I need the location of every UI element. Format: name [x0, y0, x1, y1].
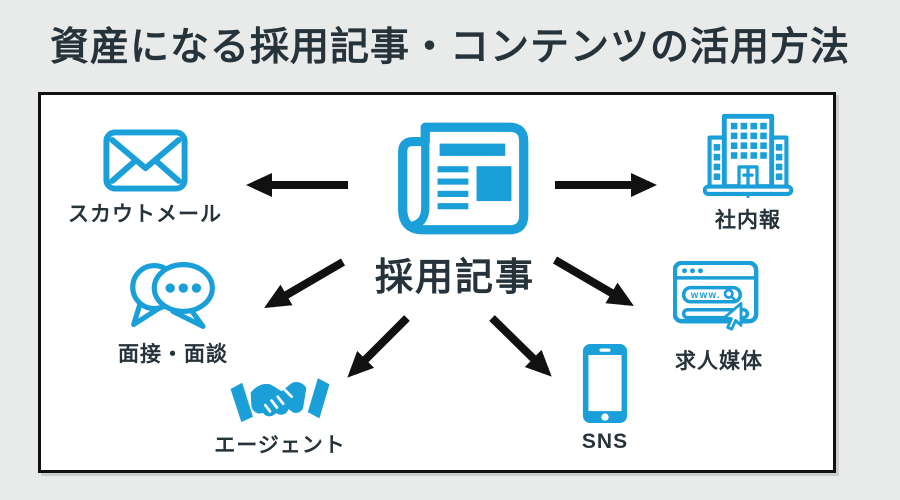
arrow-to-job-media	[552, 256, 634, 307]
handshake-icon	[230, 378, 330, 423]
building-icon	[703, 113, 793, 198]
speech-bubbles-icon	[130, 262, 215, 329]
node-sns: SNS	[545, 343, 665, 454]
newspaper-icon	[398, 122, 529, 235]
node-label: 面接・面談	[118, 343, 228, 366]
node-agent: エージェント	[195, 375, 365, 459]
browser-url-text: www.	[690, 290, 721, 301]
node-scout-mail: スカウトメール	[60, 129, 230, 228]
mail-icon	[102, 129, 188, 192]
node-job-media: www. 求人媒体	[639, 261, 799, 375]
node-label: スカウトメール	[68, 203, 222, 226]
browser-icon: www.	[673, 261, 759, 331]
cursor-icon	[722, 302, 743, 331]
arrow-to-agent	[347, 315, 410, 378]
node-interview: 面接・面談	[88, 259, 258, 368]
node-label: 社内報	[715, 209, 781, 232]
page-title: 資産になる採用記事・コンテンツの活用方法	[49, 26, 850, 69]
arrows-layer	[246, 173, 657, 378]
search-icon	[723, 288, 734, 299]
node-label: SNS	[581, 430, 629, 453]
node-recruitment-article: 採用記事	[363, 119, 547, 301]
smartphone-icon	[582, 343, 628, 424]
center-label: 採用記事	[374, 257, 535, 299]
arrow-to-interview	[264, 258, 346, 309]
diagram-panel: 採用記事 スカウトメール	[38, 92, 836, 473]
node-label: 求人媒体	[675, 350, 763, 373]
node-newsletter: 社内報	[668, 113, 828, 234]
arrow-to-sns	[489, 315, 552, 377]
node-label: エージェント	[214, 434, 346, 457]
